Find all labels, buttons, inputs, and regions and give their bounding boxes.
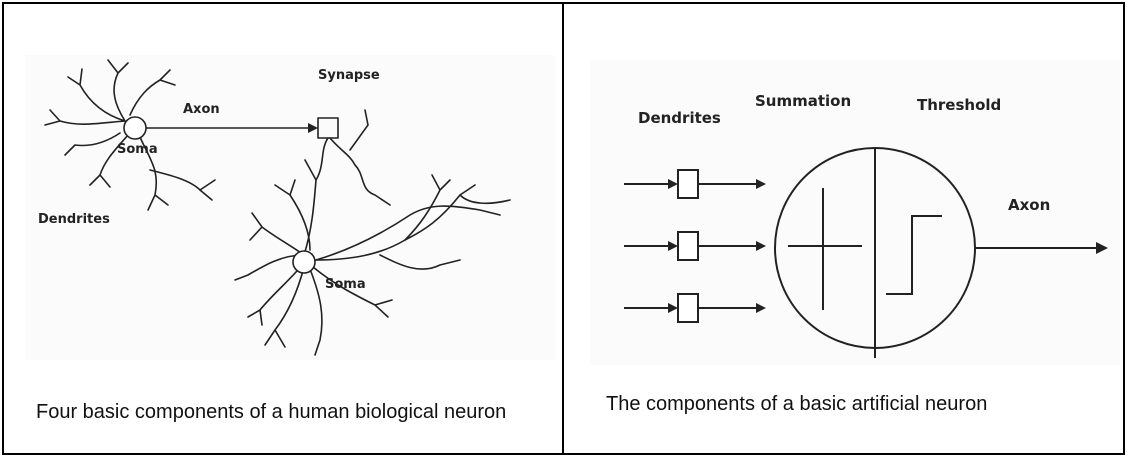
output-arrowhead — [1096, 242, 1108, 254]
input-2 — [624, 231, 758, 261]
label-dendrites: Dendrites — [38, 212, 110, 227]
axon-arrowhead — [308, 123, 318, 133]
label-threshold: Threshold — [917, 96, 1001, 114]
label-soma-top: Soma — [117, 142, 158, 157]
soma-top-circle — [123, 116, 147, 140]
biological-neuron-diagram: Synapse Axon Soma Dendrites Soma — [25, 55, 555, 360]
label-summation: Summation — [755, 92, 851, 110]
label-axon-artificial: Axon — [1008, 196, 1050, 214]
top-dendrites — [44, 59, 216, 211]
artificial-neuron-diagram: Dendrites Summation Threshold Axon — [590, 60, 1120, 365]
biological-caption: Four basic components of a human biologi… — [36, 401, 507, 423]
soma-bottom-circle — [292, 250, 316, 274]
label-soma-bottom: Soma — [325, 277, 366, 292]
artificial-caption: The components of a basic artificial neu… — [606, 393, 988, 415]
threshold-step — [886, 215, 942, 295]
panel-divider — [562, 2, 564, 455]
input-3 — [624, 293, 758, 323]
label-axon: Axon — [183, 102, 220, 117]
label-synapse: Synapse — [318, 68, 380, 83]
input-1 — [624, 169, 758, 199]
label-dendrites-artificial: Dendrites — [638, 109, 721, 127]
